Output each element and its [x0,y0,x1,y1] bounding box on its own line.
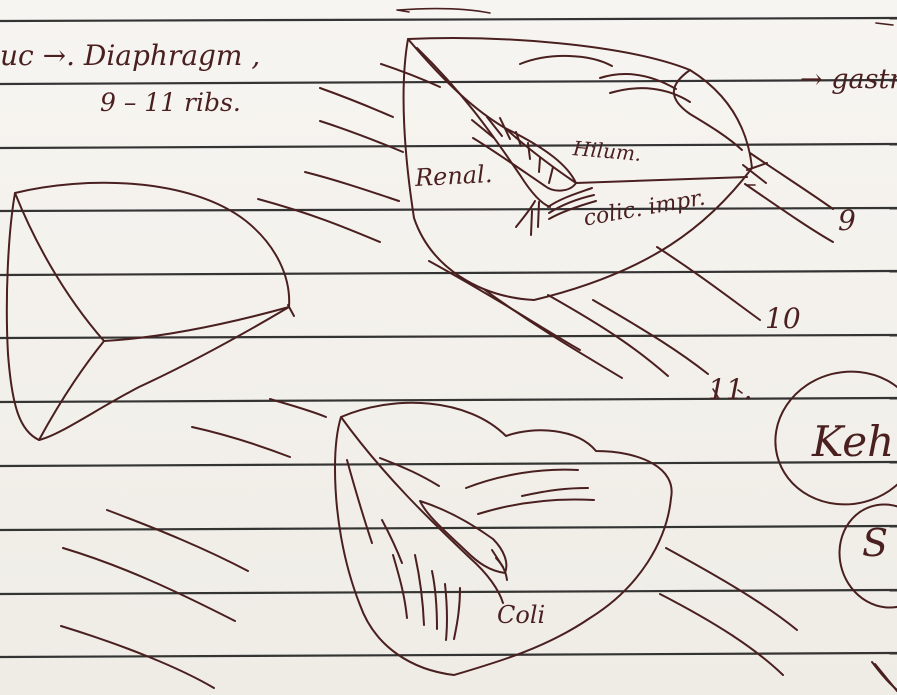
rib-10-label: 10 [765,302,801,335]
ribs-note: 9 – 11 ribs. [100,88,241,117]
gastric-label: → gastr. [800,64,897,95]
bubble-text-2: S [862,521,889,565]
diaphragm-note: uc →. Diaphragm , [0,39,261,72]
rib-11-label: 11. [708,373,753,406]
colic-label-lower: Coli [497,601,546,629]
rib-9-label: 9 [838,204,856,237]
bubble-text-1: Keh [812,417,895,466]
hilum-label: Hilum. [572,136,643,166]
renal-label: Renal. [414,159,494,193]
